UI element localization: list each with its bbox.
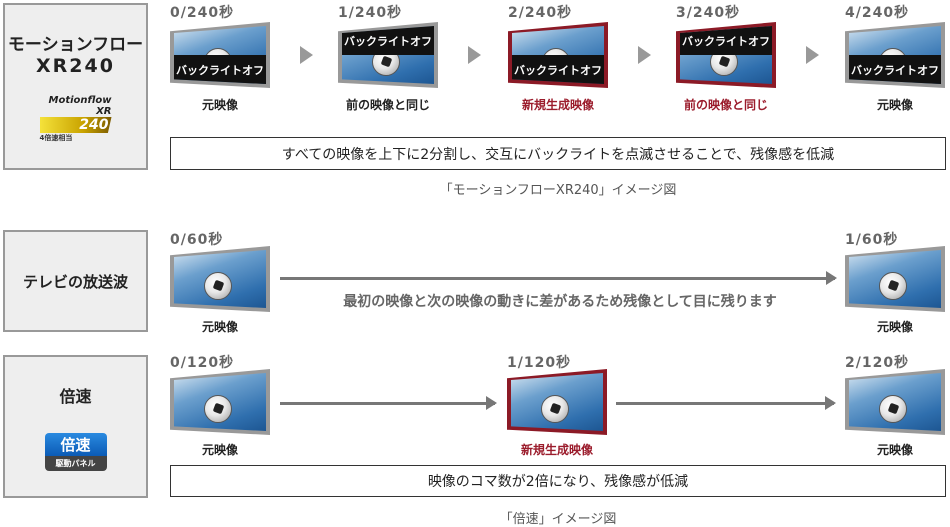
tv-frame-image — [170, 246, 270, 312]
tv-frame-image: バックライトオフ — [508, 22, 608, 88]
frame-time: 2/120秒 — [845, 355, 910, 371]
frame-caption: 前の映像と同じ — [345, 98, 430, 112]
soccer-ball-icon — [541, 395, 569, 423]
backlight-off-label: バックライトオフ — [680, 26, 772, 55]
xr240-title: モーションフロー — [7, 35, 144, 55]
frame-time: 0/240秒 — [170, 5, 235, 21]
arrow-right-icon — [638, 46, 651, 64]
backlight-off-label: バックライトオフ — [849, 55, 941, 84]
tv-frame-image: バックライトオフ — [676, 22, 776, 88]
double-speed-description: 映像のコマ数が2倍になり、残像感が低減 — [170, 465, 946, 497]
broadcast-title: テレビの放送波 — [22, 272, 128, 291]
frame-time: 0/120秒 — [170, 355, 235, 371]
arrow-right-icon — [468, 46, 481, 64]
arrow-right-icon — [300, 46, 313, 64]
tv-frame-image: バックライトオフ — [338, 22, 438, 88]
frame-caption: 前の映像と同じ — [683, 98, 768, 112]
tv-frame-image — [170, 369, 270, 435]
frame-time: 4/240秒 — [845, 5, 910, 21]
double-speed-badge: 倍速 駆動パネル — [44, 432, 107, 471]
xr240-description: すべての映像を上下に2分割し、交互にバックライトを点滅させることで、残像感を低減 — [170, 137, 946, 170]
soccer-ball-icon — [204, 272, 232, 300]
xr240-label-box: モーションフロー XR240 Motionflow XR 240 4倍速相当 — [3, 3, 148, 170]
frame-caption: 元映像 — [201, 98, 238, 112]
backlight-off-label: バックライトオフ — [512, 55, 604, 84]
frame-time: 1/240秒 — [338, 5, 403, 21]
frame-time: 3/240秒 — [676, 5, 741, 21]
backlight-off-label: バックライトオフ — [342, 26, 434, 55]
frame-caption: 元映像 — [201, 443, 238, 457]
tv-frame-image — [507, 369, 607, 435]
double-speed-title: 倍速 — [59, 386, 92, 406]
soccer-ball-icon — [204, 395, 232, 423]
frame-caption: 元映像 — [876, 443, 913, 457]
xr240-figure-caption: 「モーションフローXR240」イメージ図 — [439, 183, 677, 198]
tv-frame-image: バックライトオフ — [845, 22, 945, 88]
frame-time: 0/60秒 — [170, 232, 224, 248]
xr240-title-2: XR240 — [36, 55, 115, 77]
time-arrow — [280, 396, 497, 410]
frame-caption: 元映像 — [876, 320, 913, 334]
tv-frame-image: バックライトオフ — [170, 22, 270, 88]
broadcast-arrow-text: 最初の映像と次の映像の動きに差があるため残像として目に残ります — [343, 294, 777, 310]
tv-frame-image — [845, 246, 945, 312]
soccer-ball-icon — [879, 272, 907, 300]
frame-caption: 元映像 — [876, 98, 913, 112]
frame-time: 1/60秒 — [845, 232, 899, 248]
frame-time: 1/120秒 — [507, 355, 572, 371]
broadcast-label-box: テレビの放送波 — [3, 230, 148, 332]
motionflow-logo: Motionflow XR 240 4倍速相当 — [39, 95, 112, 142]
arrow-right-icon — [806, 46, 819, 64]
frame-caption: 新規生成映像 — [520, 443, 593, 457]
frame-caption: 元映像 — [201, 320, 238, 334]
time-arrow — [280, 271, 837, 285]
tv-frame-image — [845, 369, 945, 435]
frame-caption: 新規生成映像 — [521, 98, 594, 112]
double-speed-figure-caption: 「倍速」イメージ図 — [499, 512, 617, 527]
frame-time: 2/240秒 — [508, 5, 573, 21]
time-arrow — [616, 396, 836, 410]
backlight-off-label: バックライトオフ — [174, 55, 266, 84]
soccer-ball-icon — [879, 395, 907, 423]
double-speed-label-box: 倍速 倍速 駆動パネル — [3, 355, 148, 498]
